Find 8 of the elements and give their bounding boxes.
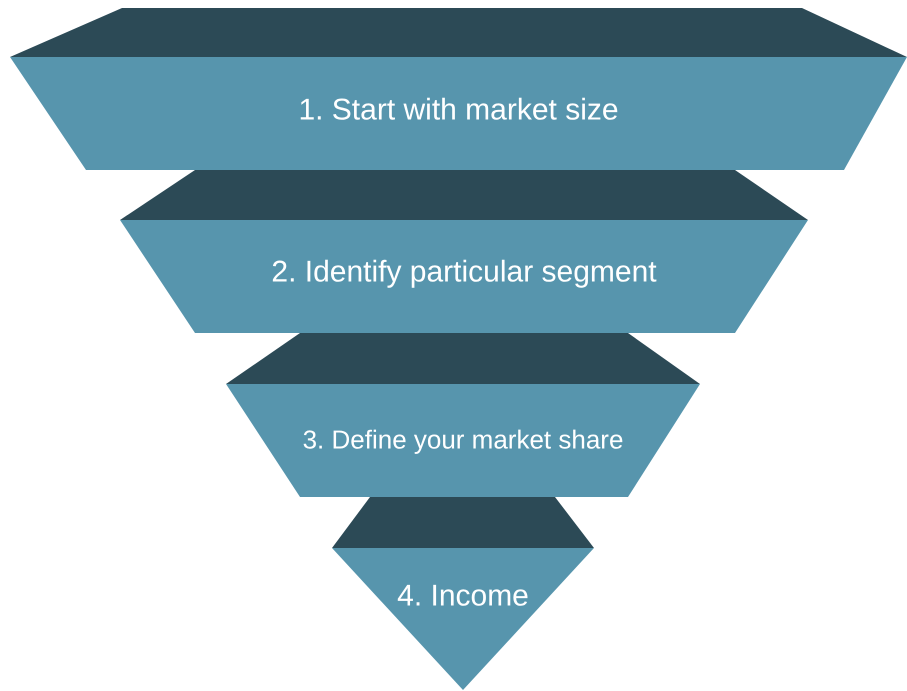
funnel-segment [332, 497, 594, 690]
level-label: 4. Income [397, 580, 529, 612]
funnel-segment [10, 8, 907, 170]
funnel-segment [226, 333, 700, 497]
level-label: 2. Identify particular segment [271, 256, 657, 288]
funnel-segment [120, 170, 808, 333]
level-label: 3. Define your market share [302, 426, 624, 454]
level-label: 1. Start with market size [298, 94, 619, 126]
